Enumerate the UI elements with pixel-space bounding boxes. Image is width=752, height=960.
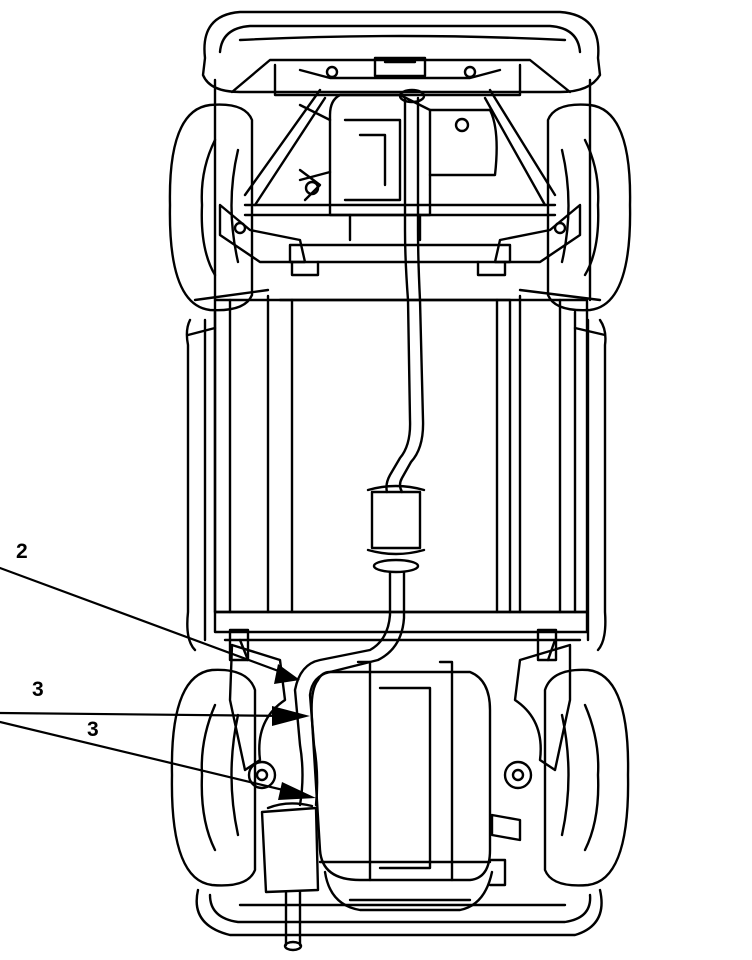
body-shell xyxy=(185,10,607,937)
engine-sump xyxy=(298,93,498,242)
front-subframe xyxy=(218,56,582,277)
callout-arrowheads xyxy=(272,664,316,800)
rear-left-wheel xyxy=(170,668,257,887)
callout-label-3-lower: 3 xyxy=(87,718,99,741)
rear-crossmember xyxy=(213,610,589,634)
front-bumper-inner xyxy=(218,24,582,54)
front-right-wheel xyxy=(546,103,632,312)
front-bumper xyxy=(201,10,602,94)
leader-line-3-upper xyxy=(0,711,294,718)
floor-pan xyxy=(186,288,607,642)
callout-label-3-upper: 3 xyxy=(32,678,44,701)
exhaust-system xyxy=(260,88,426,952)
tailpipe xyxy=(284,890,302,947)
rear-right-wheel xyxy=(543,668,630,887)
callout-leaders xyxy=(0,566,302,796)
right-sill xyxy=(596,318,607,652)
arrowhead-3-lower xyxy=(278,782,316,800)
arrowhead-2 xyxy=(274,664,300,684)
callout-label-2: 2 xyxy=(16,540,28,563)
fuel-tank xyxy=(310,660,494,912)
exhaust-front-pipe xyxy=(385,96,412,494)
rear-silencer xyxy=(260,806,320,894)
exhaust-intermediate-pipe xyxy=(293,570,392,807)
leader-line-3-lower xyxy=(0,720,302,796)
arrowhead-3-upper xyxy=(272,706,310,726)
leader-line-2 xyxy=(0,566,294,678)
centre-muffler xyxy=(370,490,422,550)
front-left-wheel xyxy=(168,103,254,312)
left-sill xyxy=(185,318,197,652)
rear-bumper xyxy=(195,888,603,937)
